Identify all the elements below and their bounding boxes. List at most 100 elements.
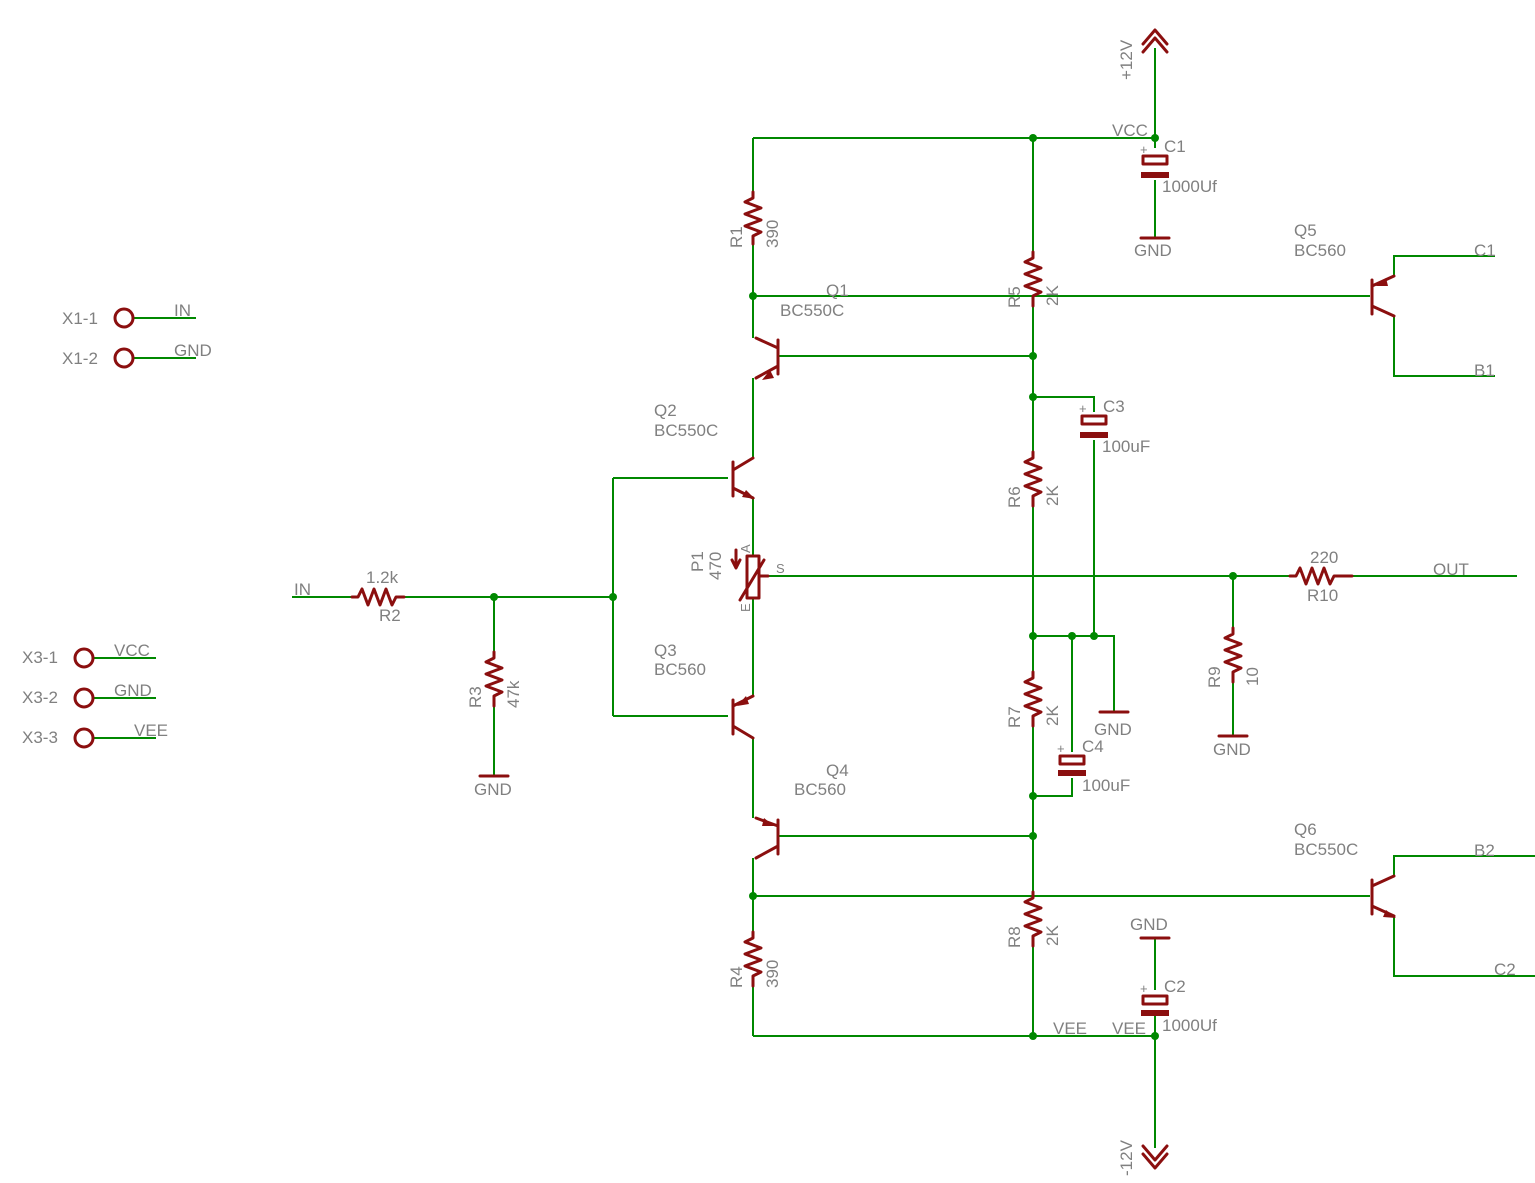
connector-label: X3-1	[22, 648, 58, 667]
wire-x3	[94, 657, 156, 739]
net-label: IN	[294, 580, 311, 599]
junction-dot	[749, 292, 757, 300]
net-label: C2	[1494, 960, 1516, 979]
wire-q6-emitter	[1393, 916, 1535, 977]
junction-dot	[1229, 572, 1237, 580]
part-name-label: R5	[1005, 286, 1024, 308]
net-label: VEE	[1053, 1019, 1087, 1038]
part-value-label: 47k	[504, 680, 523, 708]
transistor-q1	[754, 336, 780, 380]
part-value-label: BC550C	[654, 421, 718, 440]
svg-text:A: A	[738, 544, 753, 553]
wire-x1	[134, 317, 196, 359]
junction-dot	[1029, 134, 1037, 142]
part-name-label: Q2	[654, 401, 677, 420]
junction-dot	[1029, 792, 1037, 800]
wire-bases	[612, 477, 728, 717]
net-label: VEE	[134, 721, 168, 740]
capacitor-c4: +	[1057, 741, 1086, 776]
resistor-r1	[743, 190, 763, 246]
part-value-label: 100uF	[1102, 437, 1150, 456]
connector-label: X3-2	[22, 688, 58, 707]
part-name-label: C1	[1164, 137, 1186, 156]
wire-mid-gnd	[1033, 635, 1115, 712]
part-value-label: 390	[763, 960, 782, 988]
part-name-label: R4	[727, 966, 746, 988]
labels: X1-1 X1-2 X3-1 X3-2 X3-3 IN GND VCC GND …	[22, 121, 1516, 1038]
junction-dot	[609, 593, 617, 601]
wire-q6-collector	[1393, 855, 1535, 876]
supply-neg: -12V	[1117, 1139, 1169, 1176]
capacitor-c3: +	[1079, 401, 1108, 438]
wire-q5-collector	[1393, 255, 1495, 276]
part-name-label: R9	[1205, 666, 1224, 688]
part-value-label: BC560	[654, 660, 706, 679]
net-label: GND	[1130, 915, 1168, 934]
net-label: VCC	[1112, 121, 1148, 140]
net-label: VCC	[114, 641, 150, 660]
potentiometer-p1: A E S	[730, 544, 785, 612]
svg-text:+: +	[1057, 741, 1065, 756]
wire-q5-emitter	[1393, 316, 1495, 377]
part-name-label: Q5	[1294, 221, 1317, 240]
junction-dot	[1029, 352, 1037, 360]
part-value-label: BC560	[794, 780, 846, 799]
resistor-r2	[350, 587, 406, 607]
part-name-label: R3	[466, 686, 485, 708]
junction-dot	[1151, 134, 1159, 142]
supply-neg-label: -12V	[1117, 1139, 1136, 1176]
net-label: GND	[1213, 740, 1251, 759]
part-value-label: 220	[1310, 548, 1338, 567]
resistor-r10	[1288, 566, 1354, 586]
junctions	[490, 134, 1237, 1040]
part-name-label: P1	[688, 551, 707, 572]
svg-text:+: +	[1140, 981, 1148, 996]
wire-vcc-rail	[753, 137, 1156, 148]
part-name-label: R7	[1005, 706, 1024, 728]
transistor-q4	[754, 816, 780, 860]
part-name-label: C2	[1164, 977, 1186, 996]
net-label: B1	[1474, 361, 1495, 380]
connector-pad	[73, 647, 95, 669]
net-label: GND	[114, 681, 152, 700]
net-label: GND	[1134, 241, 1172, 260]
junction-dot	[1068, 632, 1076, 640]
connector-pad	[73, 687, 95, 709]
connector-pad	[113, 347, 135, 369]
svg-text:+: +	[1079, 401, 1087, 416]
part-name-label: Q3	[654, 641, 677, 660]
capacitor-c2: +	[1140, 981, 1169, 1016]
connector-pad	[113, 307, 135, 329]
net-label: IN	[174, 301, 191, 320]
part-name-label: R1	[727, 226, 746, 248]
transistor-q5	[1370, 274, 1396, 318]
transistor-q6	[1370, 874, 1396, 918]
part-value-label: 10	[1243, 667, 1262, 686]
part-value-label: BC560	[1294, 241, 1346, 260]
part-value-label: 1000Uf	[1162, 177, 1217, 196]
part-name-label: Q1	[826, 281, 849, 300]
part-name-label: R2	[379, 606, 401, 625]
svg-text:S: S	[776, 561, 785, 576]
part-name-label: C3	[1103, 397, 1125, 416]
supply-pos-label: +12V	[1117, 39, 1136, 80]
supply-pos: +12V	[1117, 28, 1169, 80]
part-value-label: 1000Uf	[1162, 1016, 1217, 1035]
part-value-label: BC550C	[1294, 840, 1358, 859]
capacitor-c1: +	[1140, 142, 1169, 178]
resistor-r8	[1023, 890, 1043, 948]
net-label: C1	[1474, 241, 1496, 260]
net-label: GND	[474, 780, 512, 799]
part-value-label: 2K	[1043, 705, 1062, 726]
resistor-r6	[1023, 450, 1043, 508]
net-label: GND	[174, 341, 212, 360]
resistor-r4	[743, 930, 763, 988]
part-name-label: R8	[1005, 926, 1024, 948]
transistor-q3	[731, 694, 755, 740]
junction-dot	[1151, 1032, 1159, 1040]
resistor-r3	[484, 650, 504, 708]
part-value-label: 470	[706, 552, 725, 580]
wire-c4-bottom	[1033, 778, 1073, 797]
junction-dot	[1029, 393, 1037, 401]
